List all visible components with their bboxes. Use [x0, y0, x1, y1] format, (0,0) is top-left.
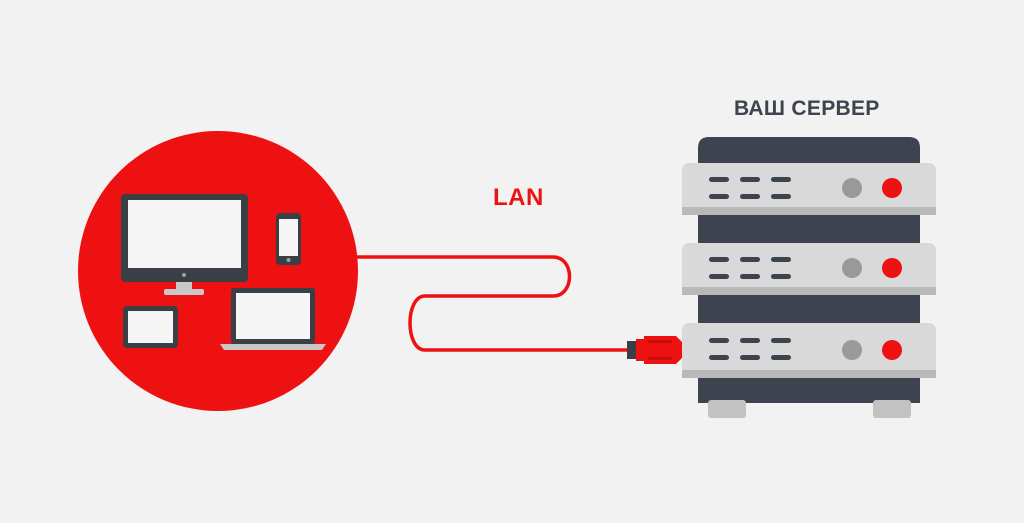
devices-group: [78, 131, 358, 411]
monitor-icon: [121, 194, 248, 295]
tablet-icon: [123, 306, 178, 348]
server-unit-3: [682, 323, 936, 378]
server-unit-1: [682, 163, 936, 215]
smartphone-icon: [276, 213, 301, 265]
power-button-icon: [842, 258, 862, 278]
status-light-icon: [882, 340, 902, 360]
server-foot-left: [708, 400, 746, 418]
status-light-icon: [882, 258, 902, 278]
server-unit-2: [682, 243, 936, 295]
laptop-icon: [220, 288, 326, 350]
ethernet-plug-icon: [627, 336, 682, 364]
power-button-icon: [842, 178, 862, 198]
cable-path: [356, 255, 634, 352]
power-button-icon: [842, 340, 862, 360]
status-light-icon: [882, 178, 902, 198]
server-foot-right: [873, 400, 911, 418]
server-rack-icon: [682, 137, 936, 418]
server-title: ВАШ СЕРВЕР: [734, 97, 880, 120]
lan-label: LAN: [493, 184, 544, 211]
lan-cable: [356, 255, 682, 364]
